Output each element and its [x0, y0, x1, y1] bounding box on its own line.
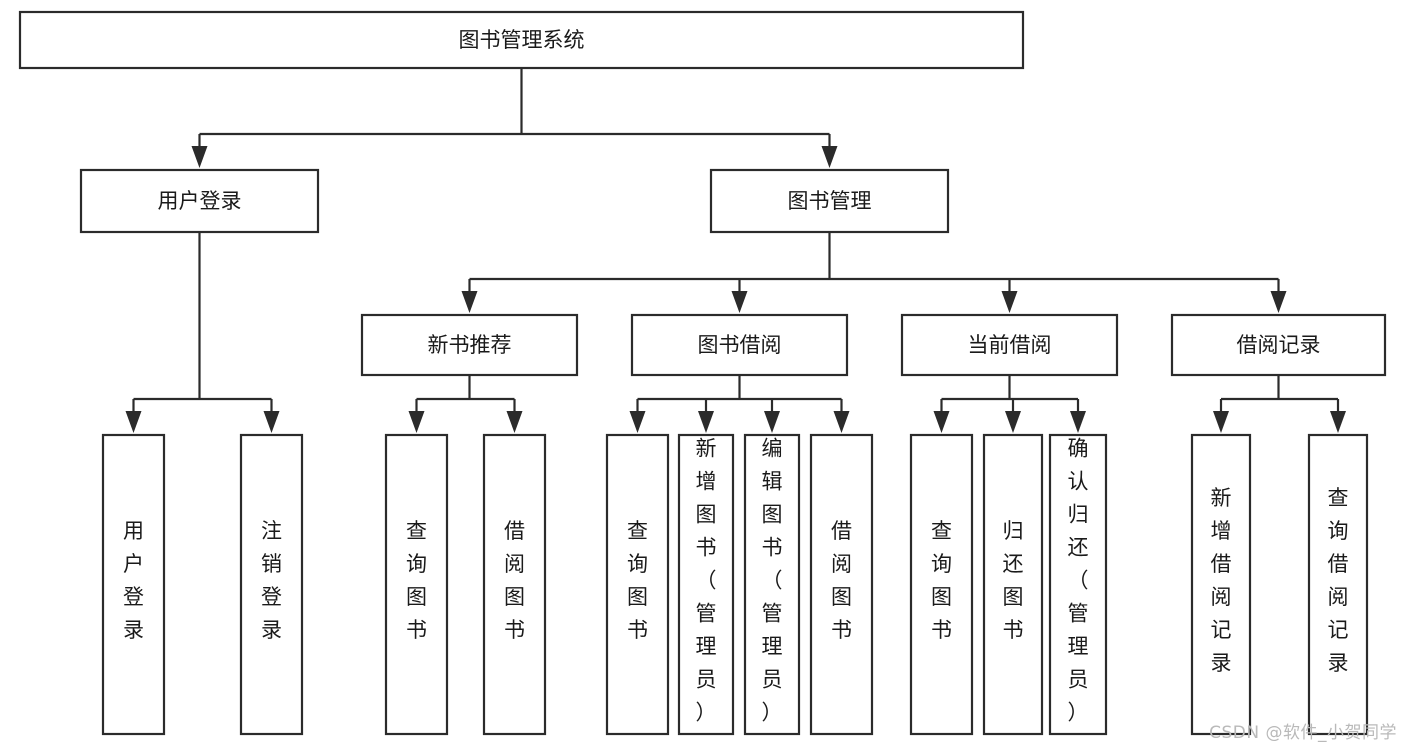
node-book-borrow[interactable]: 图书借阅 [630, 313, 849, 377]
node-leaf-query-book-borrow[interactable]: 查询图书 [605, 433, 670, 736]
node-label-leaf-query-book-borrow: 查询图书 [627, 519, 648, 642]
connector-group-book-management [461, 232, 1287, 313]
node-layer: 图书管理系统用户登录图书管理新书推荐图书借阅当前借阅借阅记录用户登录注销登录查询… [18, 10, 1387, 736]
node-label-leaf-query-borrow-record: 查询借阅记录 [1328, 486, 1349, 675]
node-leaf-add-book[interactable]: 新增图书（管理员） [677, 433, 735, 736]
node-leaf-borrow-book[interactable]: 借阅图书 [809, 433, 874, 736]
node-leaf-query-borrow-record[interactable]: 查询借阅记录 [1307, 433, 1369, 736]
connector-group-user-login [125, 232, 280, 433]
node-label-leaf-return-book: 归还图书 [1003, 519, 1024, 642]
node-box-leaf-confirm-return [1048, 433, 1108, 736]
node-label-leaf-borrow-book-recommend: 借阅图书 [504, 519, 525, 642]
node-leaf-return-book[interactable]: 归还图书 [982, 433, 1044, 736]
node-box-leaf-user-login [101, 433, 166, 736]
connector-group-new-book-recommend [408, 375, 523, 433]
node-label-borrow-record: 借阅记录 [1237, 333, 1321, 357]
node-label-leaf-edit-book: 编辑图书（管理员） [762, 437, 783, 725]
node-leaf-query-book-current[interactable]: 查询图书 [909, 433, 974, 736]
node-label-book-management: 图书管理 [788, 189, 872, 213]
node-user-login[interactable]: 用户登录 [79, 168, 320, 234]
node-box-leaf-edit-book [743, 433, 801, 736]
node-leaf-confirm-return[interactable]: 确认归还（管理员） [1048, 433, 1108, 736]
node-label-leaf-user-login: 用户登录 [123, 519, 144, 642]
node-box-leaf-query-book-borrow [605, 433, 670, 736]
node-box-leaf-query-book-recommend [384, 433, 449, 736]
node-box-book-management [709, 168, 950, 234]
node-label-leaf-add-borrow-record: 新增借阅记录 [1211, 486, 1232, 675]
node-label-leaf-add-book: 新增图书（管理员） [696, 437, 717, 725]
node-new-book-recommend[interactable]: 新书推荐 [360, 313, 579, 377]
node-label-leaf-user-logout: 注销登录 [261, 519, 282, 642]
node-leaf-user-logout[interactable]: 注销登录 [239, 433, 304, 736]
node-box-leaf-return-book [982, 433, 1044, 736]
node-box-leaf-user-logout [239, 433, 304, 736]
node-leaf-edit-book[interactable]: 编辑图书（管理员） [743, 433, 801, 736]
node-box-user-login [79, 168, 320, 234]
connector-group-current-borrow [933, 375, 1086, 433]
node-current-borrow[interactable]: 当前借阅 [900, 313, 1119, 377]
connector-group-borrow-record [1213, 375, 1346, 433]
node-leaf-user-login[interactable]: 用户登录 [101, 433, 166, 736]
node-label-user-login: 用户登录 [158, 189, 242, 213]
node-label-leaf-query-book-recommend: 查询图书 [406, 519, 427, 642]
connector-group-root [191, 68, 838, 168]
node-box-leaf-query-borrow-record [1307, 433, 1369, 736]
node-borrow-record[interactable]: 借阅记录 [1170, 313, 1387, 377]
node-leaf-borrow-book-recommend[interactable]: 借阅图书 [482, 433, 547, 736]
node-box-borrow-record [1170, 313, 1387, 377]
node-book-management[interactable]: 图书管理 [709, 168, 950, 234]
node-leaf-add-borrow-record[interactable]: 新增借阅记录 [1190, 433, 1252, 736]
connector-group-book-borrow [629, 375, 850, 433]
node-box-leaf-add-borrow-record [1190, 433, 1252, 736]
node-box-leaf-add-book [677, 433, 735, 736]
node-label-leaf-query-book-current: 查询图书 [931, 519, 952, 642]
node-label-book-borrow: 图书借阅 [698, 333, 782, 357]
node-label-leaf-confirm-return: 确认归还（管理员） [1068, 437, 1089, 725]
node-box-leaf-query-book-current [909, 433, 974, 736]
node-box-book-borrow [630, 313, 849, 377]
watermark-label: CSDN @软件_小贺同学 [1209, 723, 1397, 743]
node-label-current-borrow: 当前借阅 [968, 333, 1052, 357]
node-label-new-book-recommend: 新书推荐 [428, 333, 512, 357]
node-box-current-borrow [900, 313, 1119, 377]
node-leaf-query-book-recommend[interactable]: 查询图书 [384, 433, 449, 736]
node-root[interactable]: 图书管理系统 [18, 10, 1025, 70]
node-label-leaf-borrow-book: 借阅图书 [831, 519, 852, 642]
node-box-new-book-recommend [360, 313, 579, 377]
node-label-root: 图书管理系统 [459, 28, 585, 52]
node-box-leaf-borrow-book-recommend [482, 433, 547, 736]
node-box-root [18, 10, 1025, 70]
node-box-leaf-borrow-book [809, 433, 874, 736]
connector-layer [125, 68, 1346, 433]
